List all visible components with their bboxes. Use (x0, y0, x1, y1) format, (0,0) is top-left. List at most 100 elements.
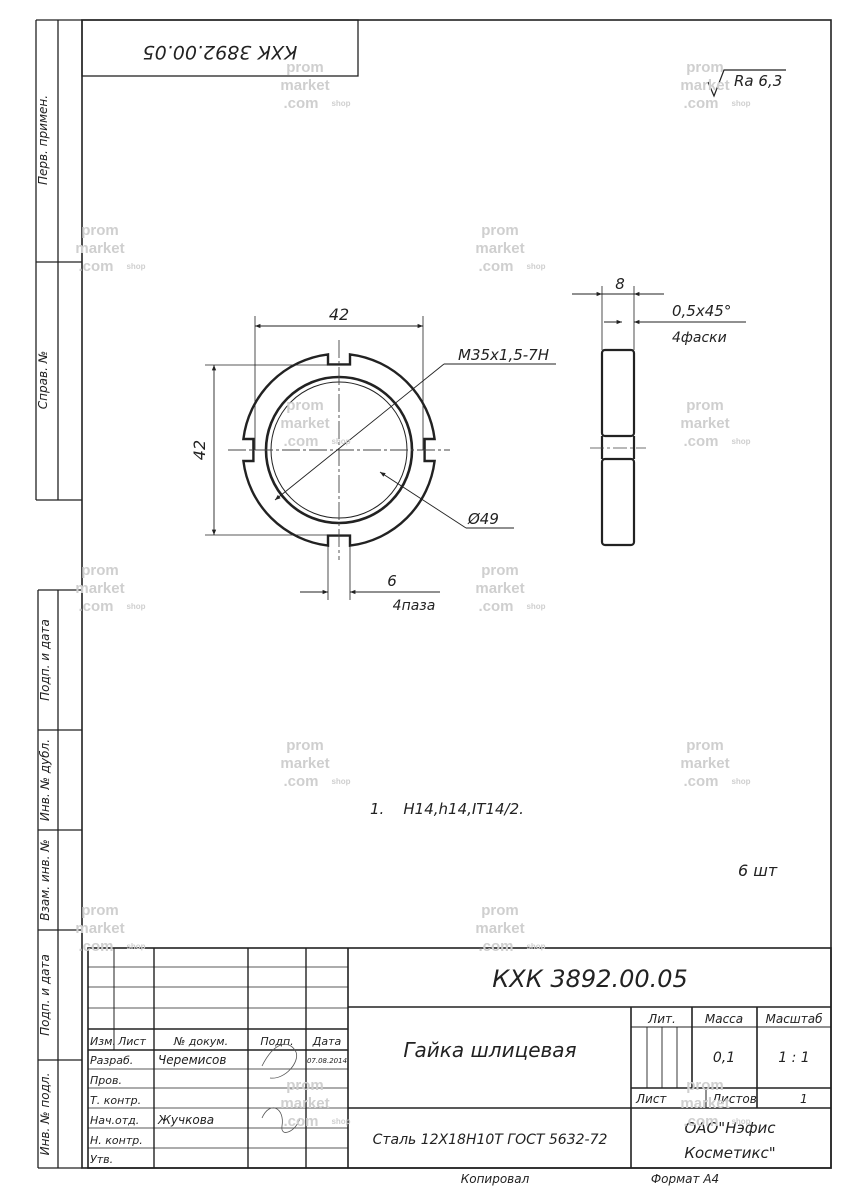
watermark-text: shop (731, 99, 750, 108)
name-nachotd: Жучкова (157, 1113, 214, 1127)
title-block (87, 947, 832, 1169)
watermark-text: .com (78, 938, 113, 955)
watermark-text: shop (731, 777, 750, 786)
scale-label: Масштаб (765, 1012, 823, 1026)
watermark-text: prom (686, 397, 724, 414)
watermark-text: market (280, 77, 329, 94)
role-utv: Утв. (90, 1153, 113, 1166)
watermark-text: prom (286, 397, 324, 414)
margin-label-podp-data-2: Подп. и дата (38, 954, 52, 1036)
watermark-text: shop (331, 99, 350, 108)
watermark-text: prom (481, 562, 519, 579)
hdr-podp: Подп. (260, 1035, 293, 1048)
watermark-text: .com (283, 433, 318, 450)
format-label: Формат А4 (651, 1172, 719, 1186)
watermark-text: shop (526, 262, 545, 271)
watermark-text: .com (478, 258, 513, 275)
watermark-text: prom (686, 1077, 724, 1094)
watermark-text: market (680, 755, 729, 772)
watermark-text: shop (331, 437, 350, 446)
watermark-text: market (680, 415, 729, 432)
watermark-text: market (280, 1095, 329, 1112)
rotated-code-text: КХК 3892.00.05 (143, 41, 298, 63)
watermark-text: market (280, 755, 329, 772)
sheet-label: Лист (635, 1092, 667, 1106)
nut-front-view: M35x1,5-7H Ø49 42 42 6 4паза (190, 305, 556, 614)
sheets-label: Листов (711, 1092, 757, 1106)
name-razrab: Черемисов (158, 1053, 226, 1067)
hdr-list: Лист (117, 1035, 146, 1048)
hdr-docum: № докум. (173, 1035, 228, 1048)
part-name: Гайка шлицевая (403, 1038, 576, 1062)
rotated-code-box (81, 19, 359, 77)
watermark-text: prom (481, 222, 519, 239)
role-prov: Пров. (90, 1074, 122, 1087)
side-lower-part (600, 457, 636, 547)
thread-dimension: M35x1,5-7H (458, 346, 549, 364)
hdr-data: Дата (312, 1035, 342, 1048)
watermark-text: market (75, 580, 124, 597)
margin-label-perv-primen: Перв. примен. (36, 95, 50, 185)
nut-side-view: 8 0,5x45° 4фаски (572, 275, 746, 547)
height-dimension: 42 (190, 440, 209, 460)
watermark-text: market (680, 1095, 729, 1112)
watermark-text: .com (478, 938, 513, 955)
watermark-text: .com (683, 1113, 718, 1130)
sheet-frame (81, 19, 832, 1169)
diameter-leader (379, 471, 467, 529)
watermark-text: .com (283, 773, 318, 790)
slot-width-dimension: 6 (387, 572, 397, 590)
watermark-text: market (475, 240, 524, 257)
margin-label-inv-dubl: Инв. № дубл. (38, 739, 52, 821)
date-razrab: 07.08.2014 (307, 1057, 347, 1065)
watermark-text: shop (126, 262, 145, 271)
watermark-text: market (75, 920, 124, 937)
watermark-text: prom (81, 562, 119, 579)
watermark-text: .com (683, 95, 718, 112)
role-nkontr: Н. контр. (90, 1134, 143, 1147)
chamfer-count: 4фаски (672, 330, 727, 346)
watermark-text: .com (478, 598, 513, 615)
mass-value: 0,1 (713, 1050, 735, 1066)
watermark-text: market (280, 415, 329, 432)
center-lines (228, 340, 450, 560)
role-tkontr: Т. контр. (90, 1094, 141, 1107)
hdr-izm: Изм. (90, 1035, 116, 1048)
role-razrab: Разраб. (90, 1054, 133, 1067)
watermark-text: shop (526, 602, 545, 611)
watermark-text: shop (731, 437, 750, 446)
watermark-text: prom (286, 59, 324, 76)
watermark-text: shop (731, 1117, 750, 1126)
technical-note: 1. H14,h14,IT14/2. (370, 800, 524, 818)
chamfer-dimension: 0,5x45° (672, 302, 731, 320)
lit-label: Лит. (647, 1012, 676, 1026)
scale-value: 1 : 1 (778, 1050, 809, 1066)
left-margin-columns (35, 19, 82, 1169)
watermark-text: prom (81, 902, 119, 919)
material: Сталь 12Х18Н10Т ГОСТ 5632-72 (373, 1132, 608, 1148)
thread-leader (274, 363, 445, 501)
watermark-text: .com (283, 1113, 318, 1130)
margin-label-inv-podl: Инв. № подл. (38, 1073, 52, 1156)
handwritten-note: 6 шт (738, 861, 778, 880)
mass-label: Масса (705, 1012, 743, 1026)
watermark-text: market (680, 77, 729, 94)
watermark-text: .com (78, 598, 113, 615)
watermark-text: .com (683, 433, 718, 450)
roughness-value: Ra 6,3 (734, 72, 782, 90)
margin-label-vzam-inv: Взам. инв. № (38, 839, 52, 920)
watermark-text: prom (686, 59, 724, 76)
diameter-dimension: Ø49 (467, 510, 499, 528)
side-upper-part (600, 348, 636, 438)
org-line-2: Косметикс" (684, 1144, 775, 1162)
watermark-text: shop (126, 942, 145, 951)
margin-label-sprav: Справ. № (36, 351, 50, 409)
org-line-1: ОАО"Нэфис (684, 1119, 776, 1137)
slot-count: 4паза (393, 598, 436, 614)
title-code: КХК 3892.00.05 (492, 965, 688, 993)
sheets-value: 1 (800, 1092, 808, 1106)
watermark-text: .com (683, 773, 718, 790)
